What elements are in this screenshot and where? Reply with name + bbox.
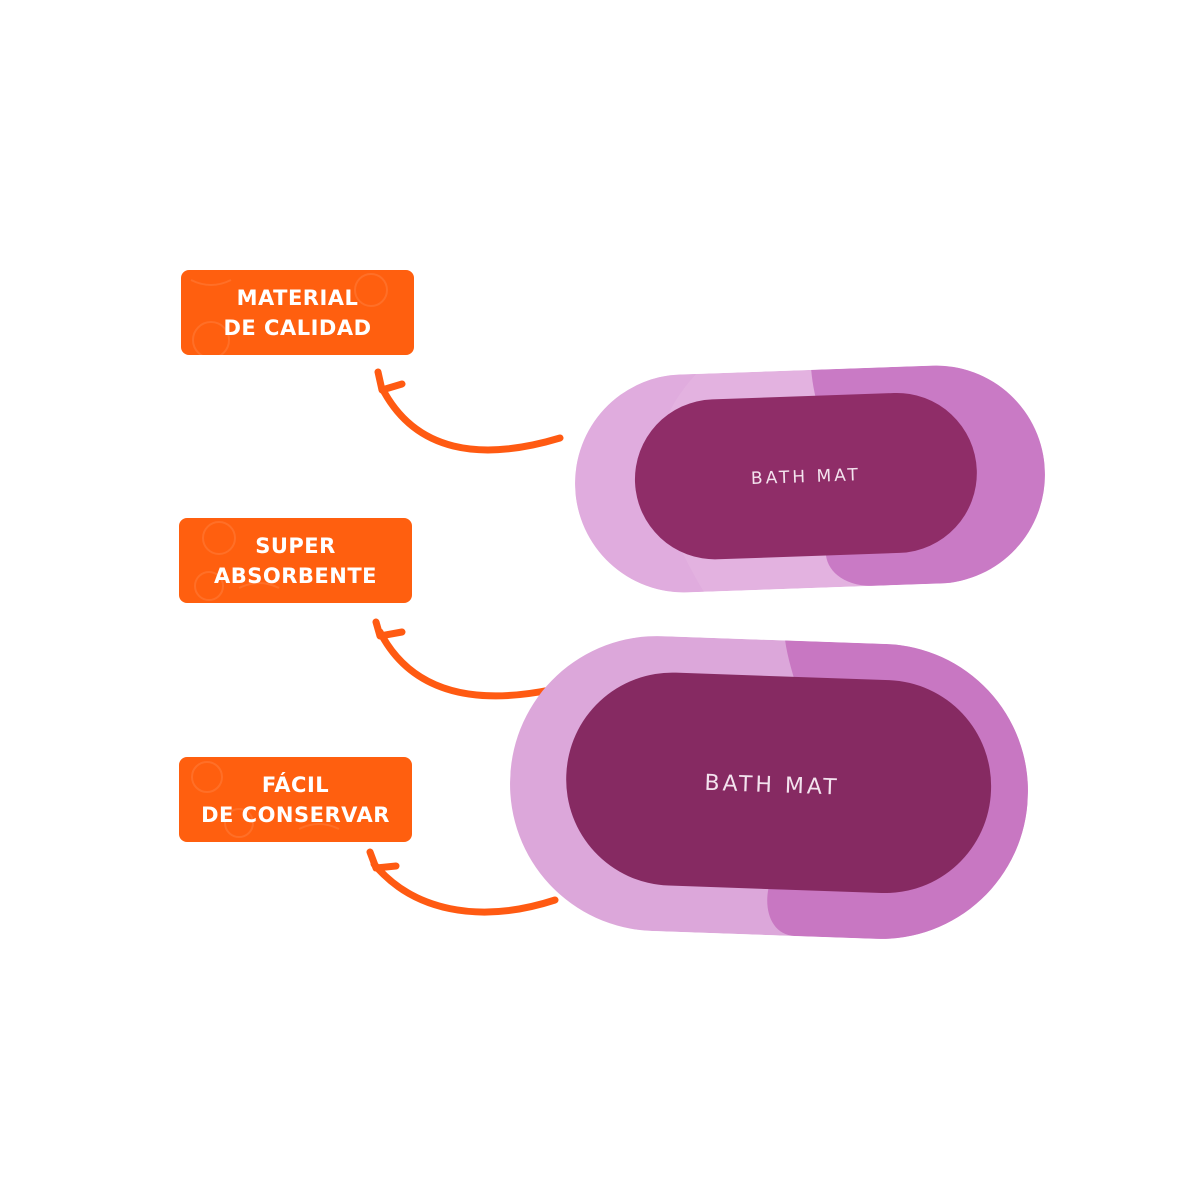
bath-mat-top: BATH MAT <box>571 361 1049 597</box>
feature-line-2: ABSORBENTE <box>213 563 377 588</box>
curved-arrow-icon <box>374 368 564 454</box>
mat-label: BATH MAT <box>751 465 862 489</box>
feature-line-1: FÁCIL <box>261 772 330 797</box>
feature-line-1: MATERIAL <box>236 285 359 310</box>
curved-arrow-icon <box>366 848 559 916</box>
feature-badge-easy-care: FÁCIL DE CONSERVAR <box>179 757 412 842</box>
bath-mat-bottom: BATH MAT <box>504 631 1033 944</box>
mat-label: BATH MAT <box>704 771 840 801</box>
feature-line-2: DE CONSERVAR <box>201 802 390 827</box>
feature-line-2: DE CALIDAD <box>223 315 372 340</box>
feature-badge-super-absorbent: SUPER ABSORBENTE <box>179 518 412 603</box>
feature-line-1: SUPER <box>255 533 336 558</box>
curved-arrow-icon <box>372 618 554 700</box>
